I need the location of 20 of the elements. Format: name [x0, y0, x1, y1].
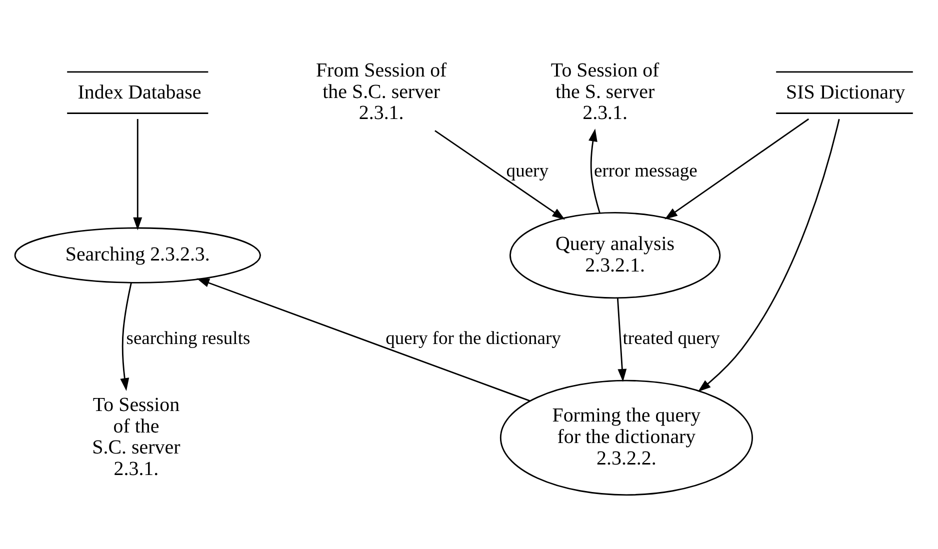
arrow: [664, 118, 809, 219]
edge-label: query: [506, 160, 548, 182]
edge-label: query for the dictionary: [385, 327, 560, 348]
edge-label: error message: [594, 160, 697, 182]
node-text: From Session of the S.C. server 2.3.1.: [315, 58, 446, 124]
node-ellipse: Query analysis 2.3.2.1.: [508, 212, 720, 298]
arrow: [588, 128, 600, 213]
node-ellipse: Searching 2.3.2.3.: [14, 226, 260, 283]
node-text: Index Database: [77, 81, 201, 104]
node-text: SIS Dictionary: [786, 81, 905, 104]
arrow: [196, 278, 530, 401]
node-text: To Session of the S. server 2.3.1.: [550, 58, 659, 124]
arrow: [132, 118, 142, 230]
arrow: [616, 297, 626, 382]
arrow: [434, 130, 565, 220]
arrow: [120, 282, 132, 390]
arrow: [697, 118, 840, 392]
edge-label: searching results: [126, 327, 250, 348]
edge-label: treated query: [622, 327, 720, 348]
node-text: To Session of the S.C. server 2.3.1.: [92, 393, 180, 480]
